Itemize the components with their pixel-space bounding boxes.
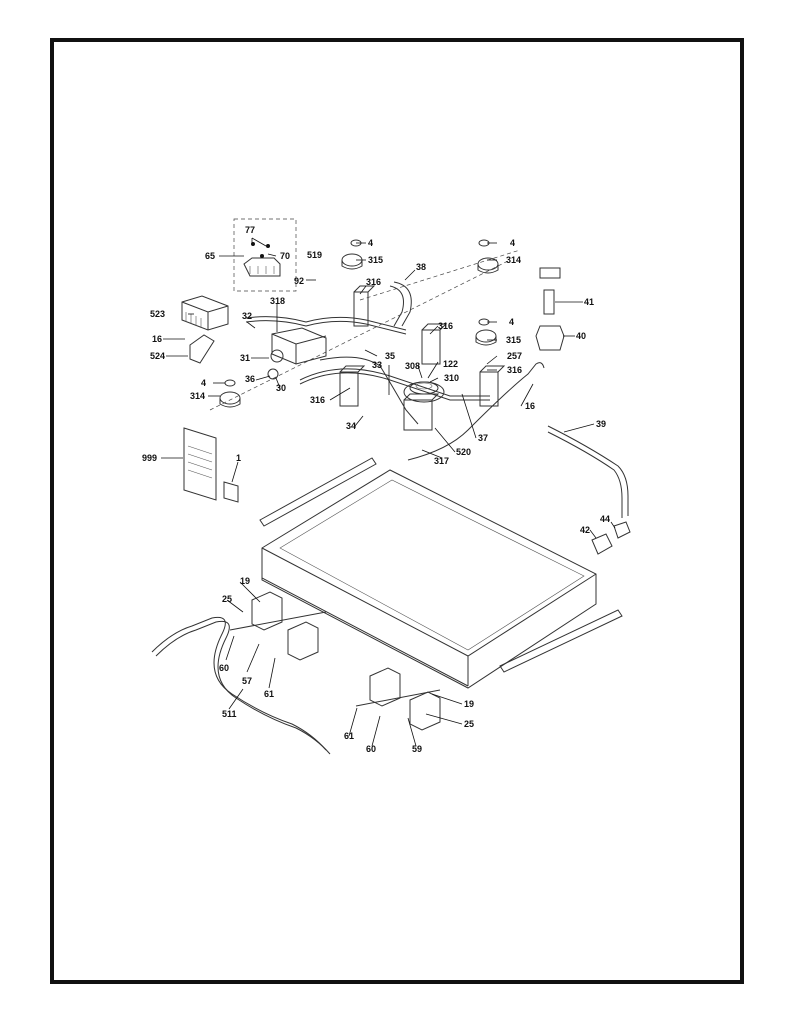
callout-316: 316	[438, 321, 453, 331]
callout-511: 511	[222, 709, 237, 719]
callout-42: 42	[580, 525, 590, 535]
callout-4: 4	[510, 238, 515, 248]
callout-19: 19	[240, 576, 250, 586]
callout-38: 38	[416, 262, 426, 272]
page-border	[50, 38, 744, 984]
burner-head-310	[403, 381, 445, 403]
gas-valves	[219, 253, 499, 408]
callout-41: 41	[584, 297, 594, 307]
callout-70: 70	[280, 251, 290, 261]
callout-31: 31	[240, 353, 250, 363]
wire-harness-520	[407, 362, 545, 461]
callout-316: 316	[310, 395, 325, 405]
valve-cluster-318	[267, 327, 327, 380]
callout-30: 30	[276, 383, 286, 393]
callout-16: 16	[525, 401, 535, 411]
callout-315: 315	[506, 335, 521, 345]
callout-524: 524	[150, 351, 165, 361]
spark-module-523	[181, 295, 229, 331]
callout-57: 57	[242, 676, 252, 686]
callout-92: 92	[294, 276, 304, 286]
callout-36: 36	[245, 374, 255, 384]
callout-32: 32	[242, 311, 252, 321]
callout-122: 122	[443, 359, 458, 369]
callout-37: 37	[478, 433, 488, 443]
owners-manual-999	[183, 427, 217, 501]
callout-59: 59	[412, 744, 422, 754]
callout-40: 40	[576, 331, 586, 341]
burner-base-right	[355, 667, 441, 731]
burner-base-left	[229, 591, 327, 661]
callout-16: 16	[152, 334, 162, 344]
callout-25: 25	[222, 594, 232, 604]
callout-25: 25	[464, 719, 474, 729]
callout-labels: 77 65 70 519 4 315 4 314 38 92 316 41 31…	[142, 225, 610, 754]
callout-44: 44	[600, 514, 610, 524]
gas-manifold-tubing	[209, 249, 521, 425]
bracket-524	[189, 334, 215, 364]
callout-317: 317	[434, 456, 449, 466]
leader-lines	[161, 237, 616, 747]
callout-33: 33	[372, 360, 382, 370]
burner-control-group-box	[233, 218, 297, 292]
callout-519: 519	[307, 250, 322, 260]
callout-999: 999	[142, 453, 157, 463]
callout-318: 318	[270, 296, 285, 306]
callout-310: 310	[444, 373, 459, 383]
pressure-regulator-40	[535, 267, 565, 351]
callout-61: 61	[264, 689, 274, 699]
callout-19: 19	[464, 699, 474, 709]
callout-39: 39	[596, 419, 606, 429]
wire-harness-511	[151, 616, 327, 751]
callout-314: 314	[506, 255, 521, 265]
callout-315: 315	[368, 255, 383, 265]
gas-supply-pipe-39	[547, 425, 629, 516]
callout-34: 34	[346, 421, 356, 431]
callout-4: 4	[509, 317, 514, 327]
callout-316: 316	[366, 277, 381, 287]
callout-308: 308	[405, 361, 420, 371]
ignition-switch-assembly	[243, 242, 281, 277]
gas-fitting-42	[591, 521, 631, 555]
part-kit-1	[223, 481, 239, 503]
cooktop-tray	[259, 457, 623, 689]
burner-bracket-316-set	[339, 285, 506, 431]
callout-316: 316	[507, 365, 522, 375]
callout-257: 257	[507, 351, 522, 361]
callout-520: 520	[456, 447, 471, 457]
callout-4: 4	[201, 378, 206, 388]
callout-314: 314	[190, 391, 205, 401]
callout-35: 35	[385, 351, 395, 361]
callout-4: 4	[368, 238, 373, 248]
callout-65: 65	[205, 251, 215, 261]
callout-61: 61	[344, 731, 354, 741]
callout-60: 60	[219, 663, 229, 673]
callout-1: 1	[236, 453, 241, 463]
callout-523: 523	[150, 309, 165, 319]
callout-77: 77	[245, 225, 255, 235]
callout-60: 60	[366, 744, 376, 754]
